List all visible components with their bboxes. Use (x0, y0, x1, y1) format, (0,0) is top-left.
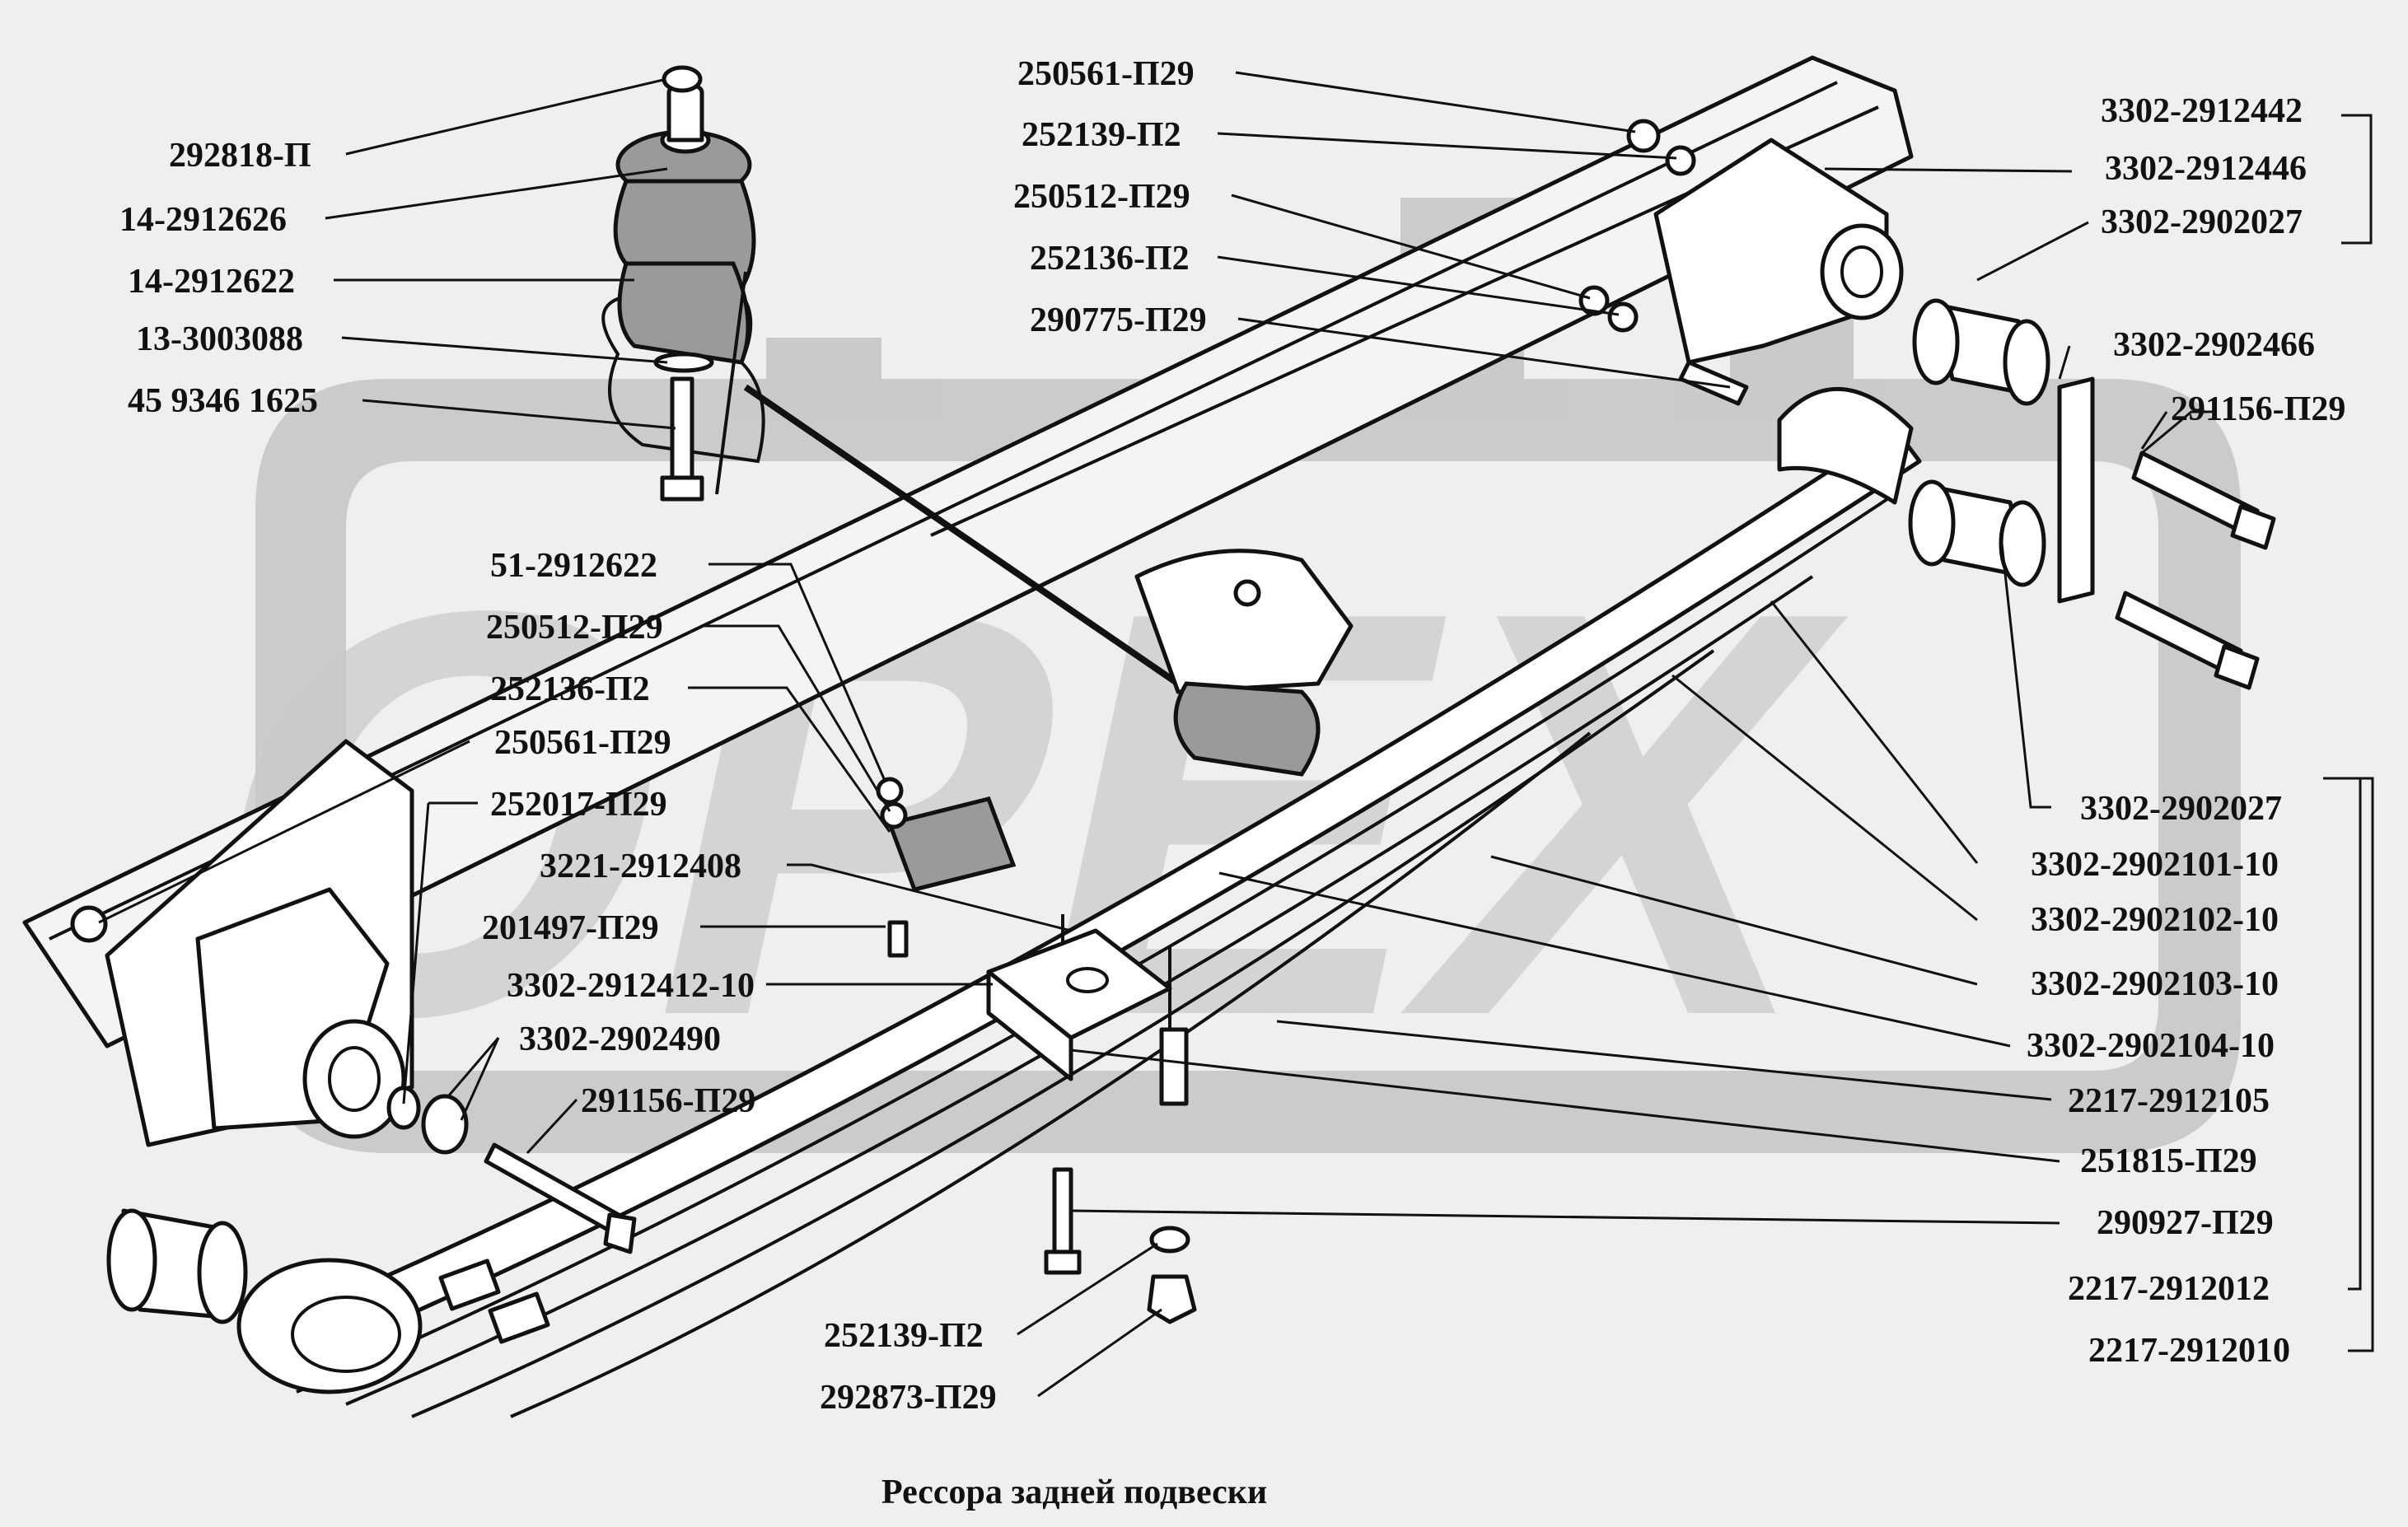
label-2217-2912012: 2217-2912012 (2068, 1270, 2270, 1308)
label-250561-top: 250561-П29 (1017, 55, 1195, 93)
label-252139-bottom: 252139-П2 (824, 1317, 984, 1355)
label-291156-right: 291156-П29 (2171, 390, 2345, 428)
label-3302-2902027-mid: 3302-2902027 (2080, 790, 2282, 828)
leader-lines (98, 71, 2374, 1398)
label-3302-2902103-10: 3302-2902103-10 (2031, 965, 2279, 1003)
front-bracket (70, 739, 414, 1147)
part-labels: 292818-П 14-2912626 14-2912622 13-300308… (119, 55, 2345, 1417)
label-252139-top: 252139-П2 (1022, 116, 1181, 154)
label-3221-2912408: 3221-2912408 (540, 848, 741, 885)
label-14-2912626: 14-2912626 (119, 201, 287, 239)
label-250512-top: 250512-П29 (1013, 178, 1190, 216)
label-201497-mid: 201497-П29 (482, 909, 659, 947)
label-3302-2902104-10: 3302-2902104-10 (2027, 1027, 2275, 1065)
label-3302-2912412-10: 3302-2912412-10 (507, 967, 755, 1005)
label-252136-mid: 252136-П2 (490, 670, 650, 708)
label-3302-2902490: 3302-2902490 (519, 1020, 721, 1058)
label-290927: 290927-П29 (2097, 1204, 2274, 1242)
label-45-9346-1625: 45 9346 1625 (128, 382, 318, 420)
rear-bracket (1653, 138, 1904, 365)
label-292818: 292818-П (169, 137, 311, 175)
label-3302-2912442: 3302-2912442 (2101, 92, 2303, 130)
spring-clamp (886, 796, 1189, 1106)
label-3302-2902027-top: 3302-2902027 (2101, 203, 2303, 241)
bump-stop-mid (1134, 549, 1354, 777)
diagram-caption: Рессора задней подвески (881, 1473, 1267, 1511)
label-252136-top: 252136-П2 (1030, 240, 1190, 278)
label-51-2912622: 51-2912622 (490, 547, 657, 585)
label-13-3003088: 13-3003088 (136, 320, 303, 358)
small-fasteners (386, 119, 1749, 1324)
buffer-stack (601, 65, 1181, 687)
label-2217-2912105: 2217-2912105 (2068, 1082, 2270, 1120)
label-290775-top: 290775-П29 (1030, 301, 1207, 339)
label-3302-2902102-10: 3302-2902102-10 (2031, 901, 2279, 939)
label-250512-mid: 250512-П29 (486, 609, 663, 647)
label-2217-2912010: 2217-2912010 (2088, 1332, 2290, 1370)
label-251815: 251815-П29 (2080, 1142, 2257, 1180)
label-3302-2902101-10: 3302-2902101-10 (2031, 846, 2279, 884)
label-14-2912622: 14-2912622 (128, 263, 295, 301)
label-3302-2902466: 3302-2902466 (2113, 326, 2315, 364)
label-291156-mid: 291156-П29 (581, 1082, 755, 1120)
label-292873-bottom: 292873-П29 (820, 1379, 997, 1417)
front-bushing (106, 1208, 248, 1324)
label-3302-2912446: 3302-2912446 (2105, 150, 2307, 188)
label-250561-mid: 250561-П29 (494, 724, 671, 762)
label-252017-mid: 252017-П29 (490, 786, 667, 824)
